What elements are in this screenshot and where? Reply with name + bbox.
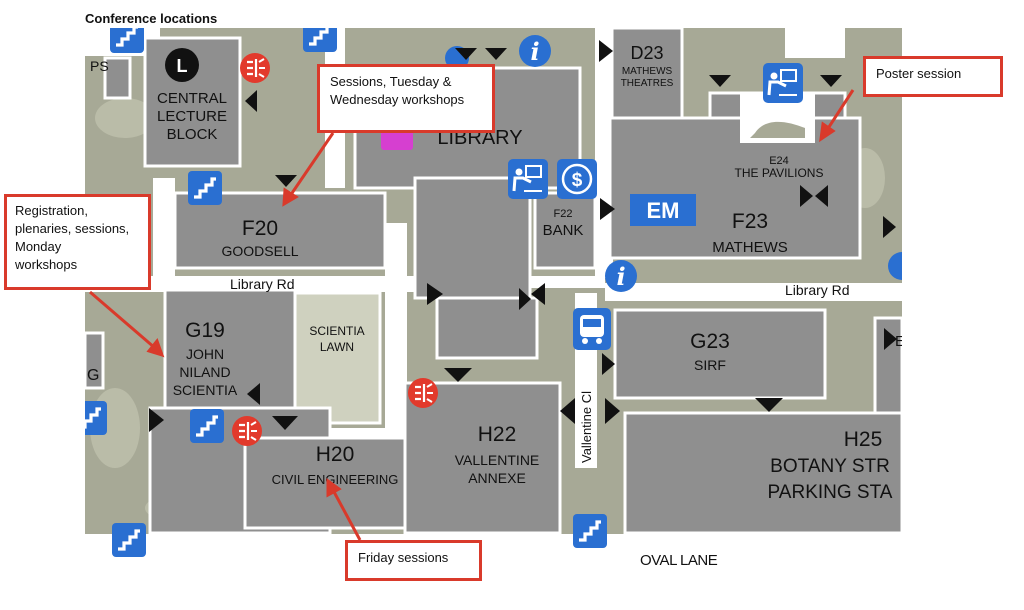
building-l-icon: L xyxy=(165,48,199,82)
stairs-icon xyxy=(186,169,224,207)
f20-code: F20 xyxy=(242,217,278,240)
g19-line3: SCIENTIA xyxy=(173,382,238,398)
stairs-icon xyxy=(188,407,226,445)
callout-registration: Registration, plenaries, sessions, Monda… xyxy=(4,194,151,290)
magenta-partial-icon xyxy=(381,128,413,150)
g23-code: G23 xyxy=(690,330,730,353)
entrance-markers xyxy=(149,40,897,432)
f20-name: GOODSELL xyxy=(221,243,298,259)
g23-name: SIRF xyxy=(694,357,726,373)
callout-poster-line1: Poster session xyxy=(876,66,962,81)
edge-label-e: E xyxy=(895,333,902,350)
building-h22 xyxy=(403,381,562,535)
bank-icon: $ xyxy=(557,159,597,199)
e24-name: THE PAVILIONS xyxy=(735,166,824,180)
callout-registration-line1: Registration, xyxy=(15,203,88,218)
callout-registration-line4: workshops xyxy=(15,257,78,272)
red-amenity-icon xyxy=(230,414,264,448)
em-sign-label: EM xyxy=(647,198,680,223)
bus-stop-icon xyxy=(573,308,611,350)
h25-line2: PARKING STA xyxy=(768,482,893,503)
edge-label-g: G xyxy=(87,367,99,384)
building-top-left xyxy=(103,56,132,100)
f23-code: F23 xyxy=(732,210,768,233)
stairs-icon xyxy=(85,399,109,437)
poster-session-icon xyxy=(506,157,550,201)
building-f20 xyxy=(173,191,387,270)
callout-registration-line3: Monday xyxy=(15,239,62,254)
building-central-lecture-block xyxy=(143,36,242,168)
lawn-line2: LAWN xyxy=(320,340,354,354)
red-amenity-icon xyxy=(406,376,440,410)
clb-line1: CENTRAL xyxy=(157,90,227,107)
callout-arrows xyxy=(89,89,855,541)
building-h25 xyxy=(623,411,902,535)
building-footprints xyxy=(85,28,902,535)
h20-name: CIVIL ENGINEERING xyxy=(272,472,399,487)
d23-code: D23 xyxy=(630,43,663,63)
building-f22 xyxy=(533,191,597,270)
svg-text:i: i xyxy=(616,262,625,291)
callout-friday-line1: Friday sessions xyxy=(358,550,449,565)
d23-line2: THEATRES xyxy=(621,78,674,89)
f22-code: F22 xyxy=(554,208,573,220)
svg-text:L: L xyxy=(177,56,188,76)
em-sign xyxy=(630,194,696,226)
h25-code: H25 xyxy=(844,428,883,451)
page-title: Conference locations xyxy=(85,11,218,26)
h25-line1: BOTANY STR xyxy=(770,456,890,477)
callout-sessions-line2: Wednesday workshops xyxy=(330,92,465,107)
road-library-rd-right: Library Rd xyxy=(785,282,850,298)
f23-name: MATHEWS xyxy=(712,239,788,256)
callout-registration-line2: plenaries, sessions, xyxy=(15,221,130,236)
lawn-line1: SCIENTIA xyxy=(309,324,364,338)
building-h20 xyxy=(243,436,407,530)
clb-line2: LECTURE xyxy=(157,108,227,125)
h22-line2: ANNEXE xyxy=(468,470,526,486)
callout-friday: Friday sessions xyxy=(345,540,482,581)
road-library-rd-left: Library Rd xyxy=(230,276,295,292)
e24-code: E24 xyxy=(769,155,789,167)
road-vallentine-cl: Vallentine Cl xyxy=(579,391,594,463)
road-oval-lane: OVAL LANE xyxy=(640,552,718,568)
h22-code: H22 xyxy=(478,423,517,446)
stairs-icon xyxy=(108,28,146,55)
callout-sessions: Sessions, Tuesday & Wednesday workshops xyxy=(317,64,495,133)
edge-label-ps: PS xyxy=(90,58,109,74)
g19-code: G19 xyxy=(185,319,225,342)
info-icon-partial[interactable] xyxy=(888,252,902,280)
scientia-lawn-area xyxy=(293,291,382,425)
e24-courtyard-veg xyxy=(750,121,805,138)
poster-session-icon xyxy=(761,61,805,105)
info-icon[interactable]: i xyxy=(605,260,637,292)
f22-name: BANK xyxy=(543,222,584,239)
svg-text:i: i xyxy=(530,37,539,66)
clb-line3: BLOCK xyxy=(167,126,218,143)
d23-line1: MATHEWS xyxy=(622,66,673,77)
info-icon[interactable]: i xyxy=(519,35,551,67)
stairs-icon xyxy=(110,521,148,559)
red-amenity-icon xyxy=(238,51,272,85)
stairs-icon xyxy=(571,512,609,550)
stairs-icon xyxy=(301,28,339,54)
svg-text:$: $ xyxy=(572,170,583,191)
h22-line1: VALLENTINE xyxy=(455,452,540,468)
h20-code: H20 xyxy=(316,443,355,466)
building-f23 xyxy=(608,116,862,260)
callout-poster-session: Poster session xyxy=(863,56,1003,97)
g19-line2: NILAND xyxy=(179,364,230,380)
callout-sessions-line1: Sessions, Tuesday & xyxy=(330,74,452,89)
building-edge-left xyxy=(85,331,105,390)
g19-line1: JOHN xyxy=(186,346,224,362)
building-g23 xyxy=(613,308,827,400)
